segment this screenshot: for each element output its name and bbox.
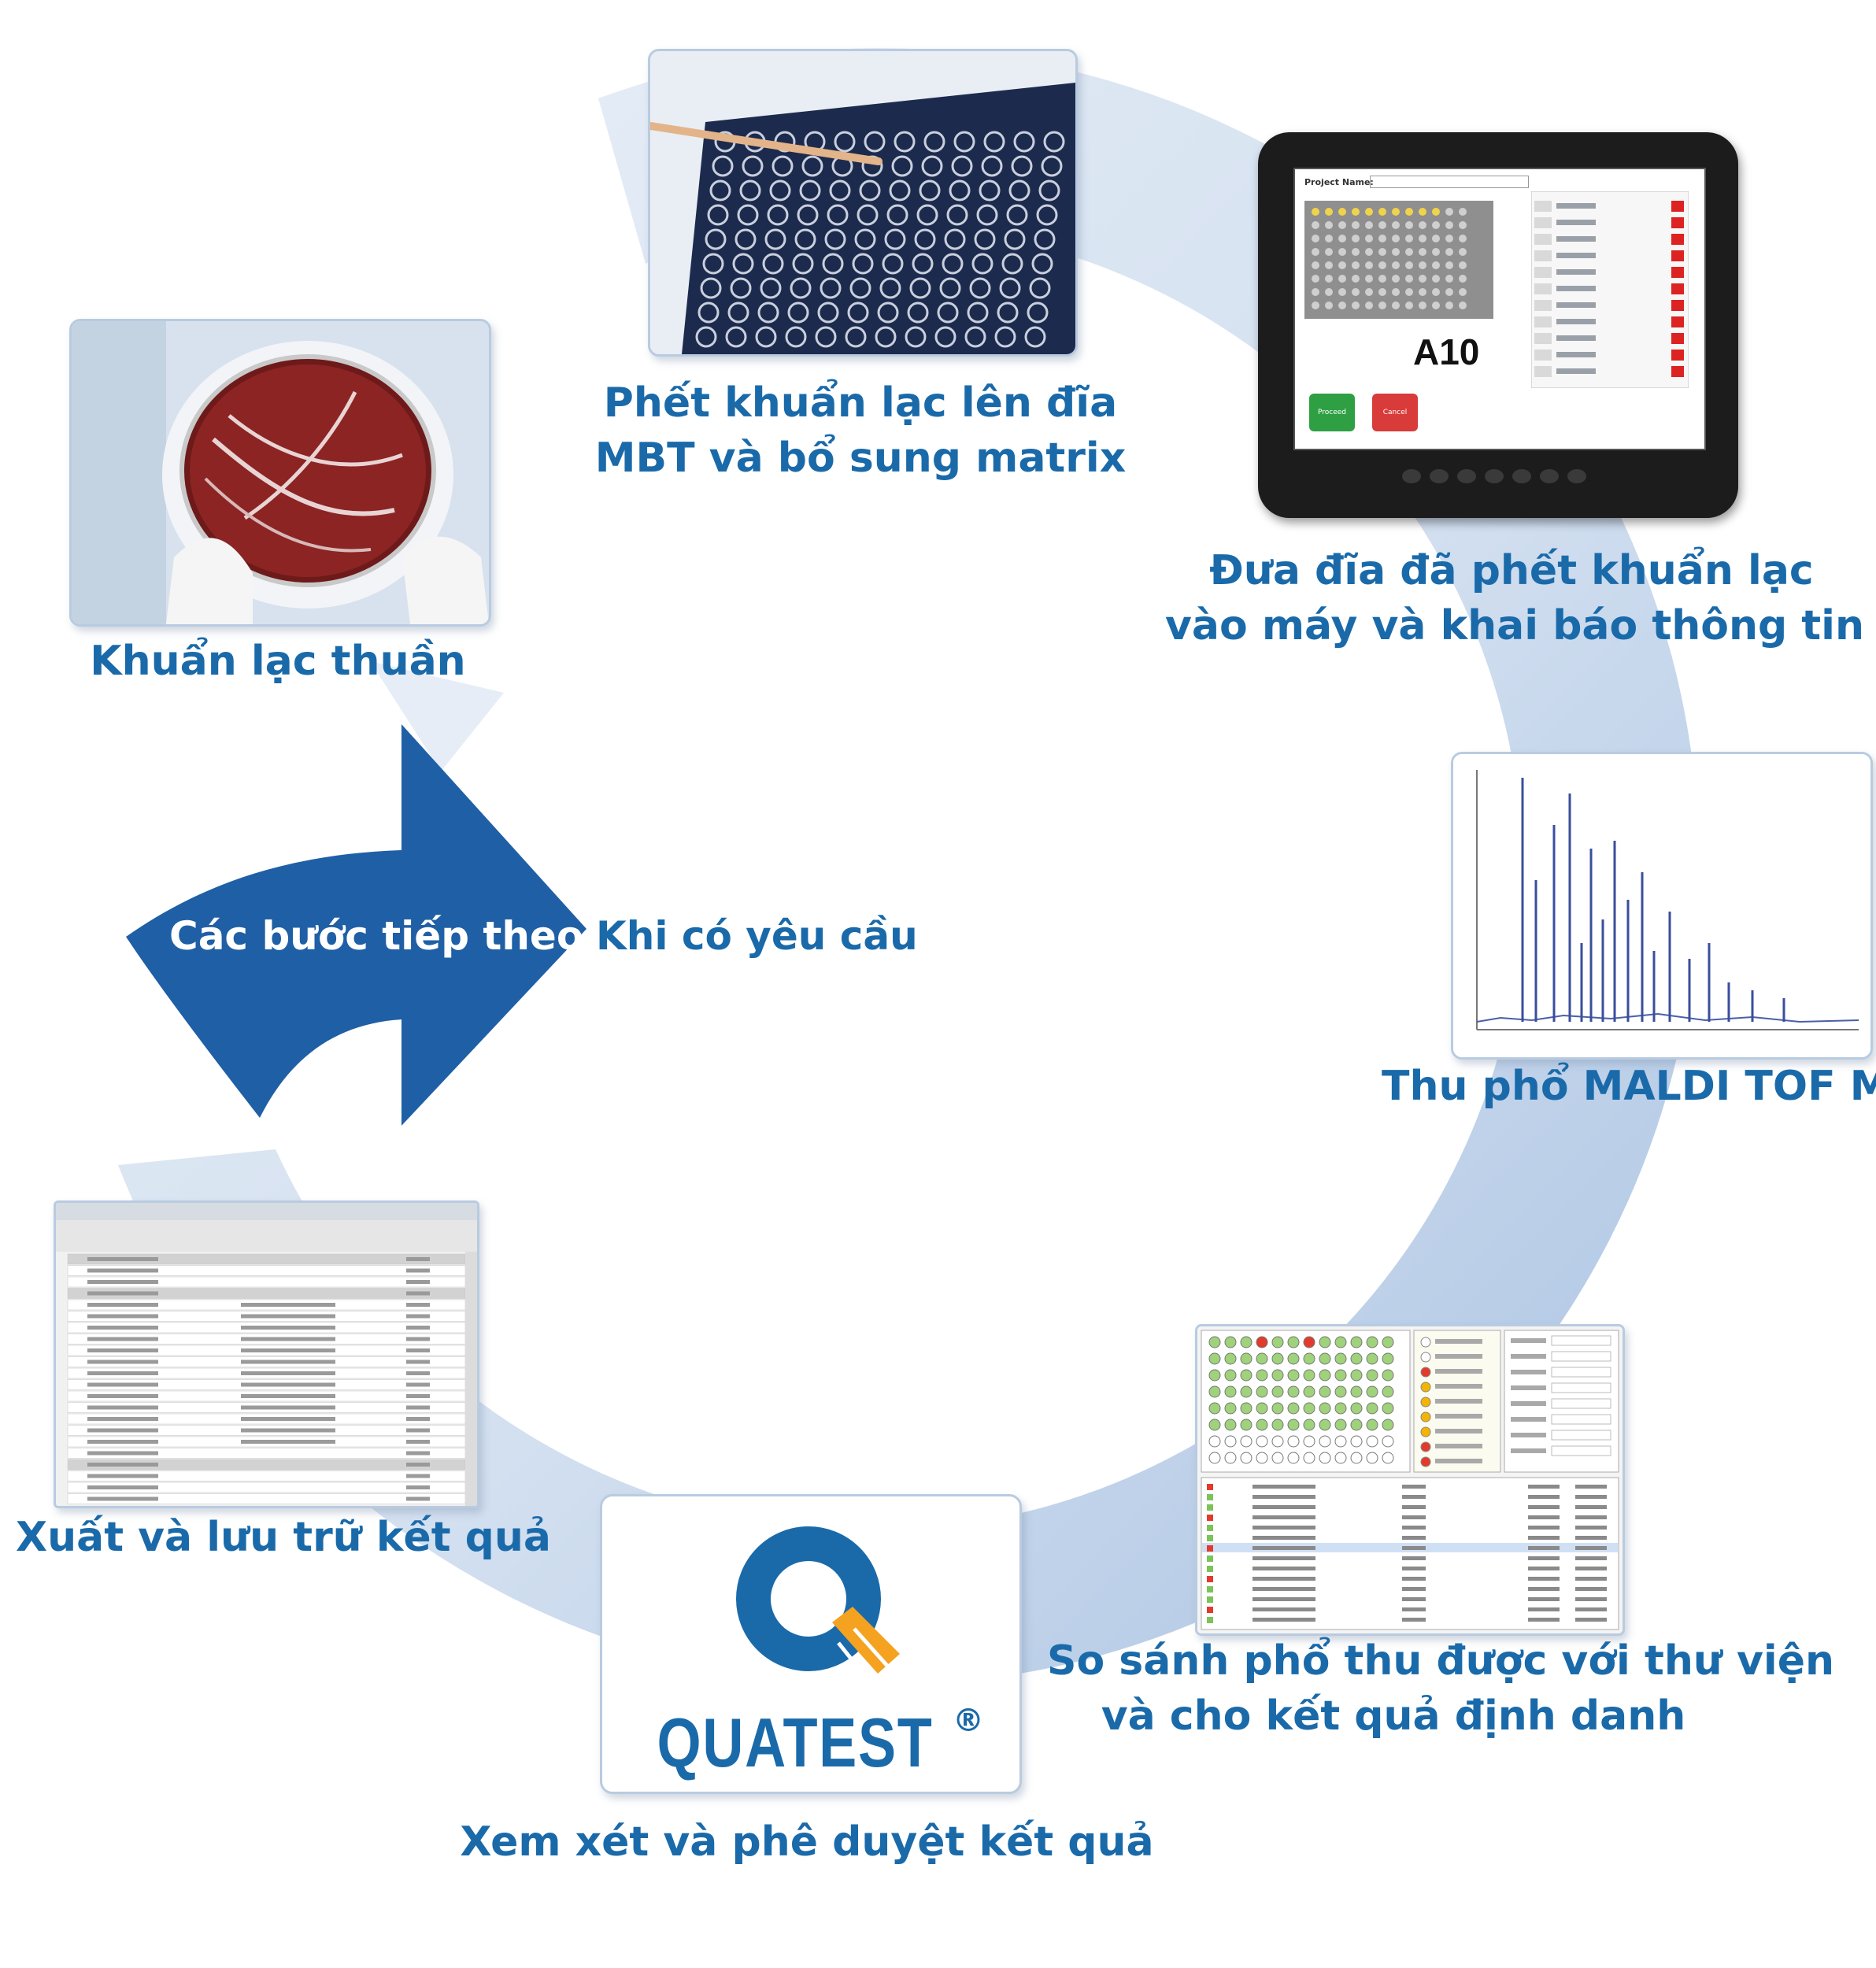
- step-colony-label: Khuẩn lạc thuần: [90, 638, 466, 685]
- quatest-logo: [736, 1526, 900, 1684]
- tablet-hardware-buttons: [1400, 467, 1597, 486]
- petri-dish-image: [72, 321, 489, 624]
- registered-mark: ®: [953, 1703, 984, 1739]
- cycle-arrowhead: [370, 661, 504, 771]
- tablet-device: Project Name: A10 Proceed Cancel: [1258, 132, 1738, 518]
- spot-code: A10: [1413, 331, 1480, 372]
- next-steps-label: Các bước tiếp theo: [169, 913, 584, 959]
- results-screen: [1197, 1326, 1623, 1633]
- proceed-button[interactable]: Proceed: [1309, 394, 1355, 431]
- next-steps-arrow: [126, 724, 586, 1126]
- step-plate-label: Phết khuẩn lạc lên đĩa MBT và bổ sung ma…: [594, 379, 1127, 482]
- step-compare-label: So sánh phổ thu được với thư viện và cho…: [1047, 1637, 1834, 1740]
- cancel-button[interactable]: Cancel: [1372, 394, 1418, 431]
- tablet-screen: Project Name: A10 Proceed Cancel: [1293, 168, 1706, 450]
- project-name-field[interactable]: [1370, 176, 1529, 188]
- export-table-panel: [54, 1200, 479, 1508]
- export-table-screen: [56, 1203, 477, 1506]
- mbt-plate-photo: [648, 49, 1078, 357]
- mass-spectrum-plot: [1453, 754, 1870, 1057]
- plate-map-grid[interactable]: [1304, 201, 1493, 319]
- target-plate-image: [650, 51, 1075, 354]
- colony-photo: [69, 319, 491, 627]
- quatest-logo-card: QUATEST 3 ®: [600, 1494, 1022, 1794]
- step-review-label: Xem xét và phê duyệt kết quả: [460, 1818, 1154, 1866]
- quatest-wordmark: QUATEST 3: [657, 1704, 934, 1792]
- step-load-label: Đưa đĩa đã phết khuẩn lạc vào máy và kha…: [1165, 547, 1864, 649]
- sample-table[interactable]: [1531, 191, 1689, 388]
- project-name-label: Project Name:: [1304, 177, 1374, 187]
- maldi-spectrum-panel: [1451, 752, 1873, 1060]
- step-spectrum-label: Thu phổ MALDI TOF MS: [1382, 1063, 1876, 1110]
- step-export-label: Xuất và lưu trữ kết quả: [16, 1514, 551, 1561]
- identification-software-panel: [1195, 1324, 1625, 1636]
- on-request-label: Khi có yêu cầu: [596, 913, 918, 959]
